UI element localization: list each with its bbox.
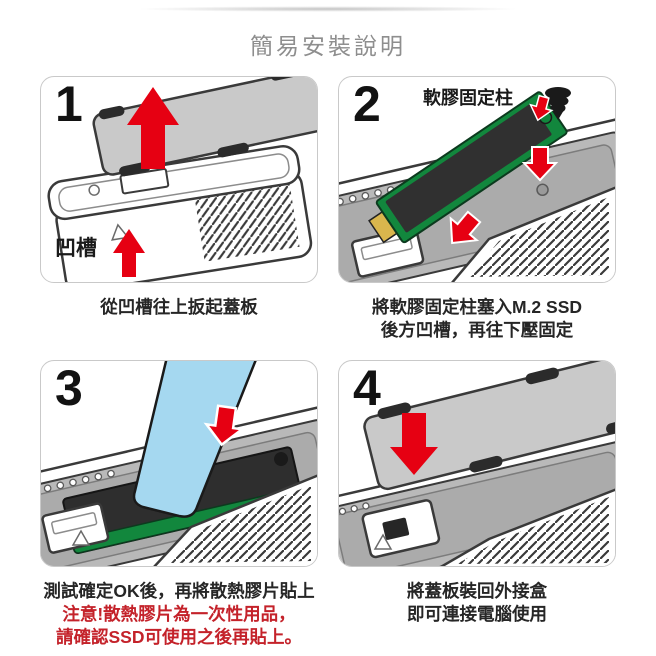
step-1-illustration [47, 77, 317, 282]
step-2: 2 軟膠固定柱 將軟膠固定柱塞入M.2 SSD 後方凹槽，再往下壓固定 [338, 76, 616, 360]
groove-label: 凹槽 [55, 237, 97, 260]
step-3-caption: 測試確定OK後，再將散熱膠片貼上 注意!散熱膠片為一次性用品， 請確認SSD可使… [40, 580, 318, 649]
warning-line: 注意!散熱膠片為一次性用品， [62, 604, 296, 624]
vent-hatch [457, 497, 609, 564]
vent-hatch [194, 181, 300, 262]
enclosure-base [47, 144, 313, 282]
step-2-panel: 2 軟膠固定柱 [338, 76, 616, 283]
thermal-pad [132, 361, 257, 518]
step-4-panel: 4 [338, 360, 616, 567]
step-3-illustration [41, 361, 317, 566]
caption-line: 將蓋板裝回外接盒 [407, 581, 547, 601]
up-arrow-icon [127, 87, 179, 169]
down-arrow-icon [203, 404, 246, 447]
caption-line: 測試確定OK後，再將散熱膠片貼上 [43, 581, 315, 601]
step-1-panel: 1 凹槽 [40, 76, 318, 283]
vent-hatch [469, 197, 609, 277]
steps-grid: 1 凹槽 從凹槽往上扳起蓋板 [40, 76, 616, 649]
step-4-caption: 將蓋板裝回外接盒 即可連接電腦使用 [338, 580, 616, 626]
down-arrow-icon [390, 413, 438, 475]
step-2-caption: 將軟膠固定柱塞入M.2 SSD 後方凹槽，再往下壓固定 [338, 296, 616, 342]
rubber-post-icon [545, 87, 571, 120]
step-3: 3 測試確定OK後，再將散熱膠片貼上 注意!散熱膠片為一次性用品， 請確認SSD… [40, 360, 318, 649]
vent-hatch [171, 485, 311, 563]
step-4-illustration [339, 361, 615, 566]
page-title: 簡易安裝說明 [250, 33, 406, 59]
post-hole [536, 183, 549, 197]
rubber-post-label: 軟膠固定柱 [423, 88, 513, 108]
caption-line: 將軟膠固定柱塞入M.2 SSD [371, 297, 583, 317]
top-shadow-divider [64, 5, 592, 13]
screw-holes [43, 469, 115, 493]
post-insert-arrow-icon [529, 94, 554, 122]
step-3-panel: 3 [40, 360, 318, 567]
step-1: 1 凹槽 從凹槽往上扳起蓋板 [40, 76, 318, 360]
rubber-post-installed [274, 452, 289, 467]
step-2-illustration [339, 87, 615, 282]
enclosure-open [339, 428, 615, 566]
step-number: 2 [353, 76, 381, 132]
triangle-marker-icon [111, 223, 130, 241]
down-arrow-icon [521, 146, 559, 182]
connector-arrow-icon [449, 210, 482, 245]
warning-line: 請確認SSD可使用之後再貼上。 [56, 627, 302, 647]
step-4: 4 將蓋板裝回外接盒 即可連接電腦使用 [338, 360, 616, 649]
cover-plate [363, 361, 615, 491]
triangle-marker-icon [373, 533, 393, 550]
step-number: 3 [55, 360, 83, 416]
screw-holes [339, 502, 370, 516]
step-number: 1 [55, 76, 83, 132]
caption-line: 即可連接電腦使用 [407, 604, 547, 624]
step-number: 4 [353, 360, 381, 416]
triangle-marker-icon [71, 529, 91, 546]
caption-line: 後方凹槽，再往下壓固定 [380, 320, 574, 340]
caption-line: 從凹槽往上扳起蓋板 [100, 297, 258, 317]
groove-arrow-icon [113, 229, 145, 277]
step-1-caption: 從凹槽往上扳起蓋板 [40, 296, 318, 319]
